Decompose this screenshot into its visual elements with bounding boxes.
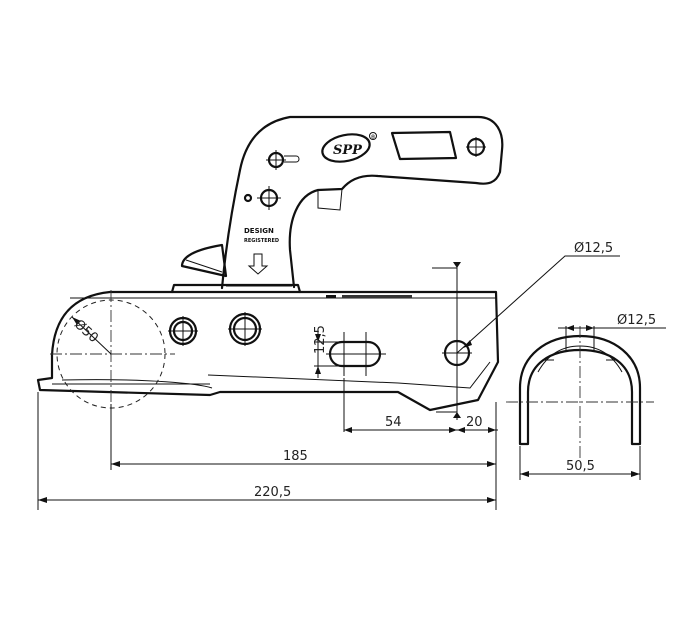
dim-ball-diameter: Ø50 [71,316,112,355]
hole-to-end-label: 20 [466,415,483,430]
dim-slot-to-hole: 54 [344,415,498,433]
registered-symbol: ® [371,135,376,141]
section-width-label: 50,5 [566,459,595,474]
body-bolt-holes [168,312,262,346]
dim-ball-to-end: 185 [111,449,496,467]
slot-to-hole-label: 54 [385,415,402,430]
dim-slot-height: 12,5 [313,325,344,378]
dim-section-width: 50,5 [519,446,641,480]
body-stamp [326,295,412,298]
registered-label: REGISTERED [244,238,279,244]
section-hole-diameter-label: Ø12,5 [617,313,656,328]
dim-extension-lines [37,262,497,510]
oblong-slot [326,332,386,376]
overall-length-label: 220,5 [254,485,291,500]
slot-height-label: 12,5 [313,325,328,354]
design-label: DESIGN [244,227,274,235]
coupling-body-side-view [36,290,500,412]
brand-logo: SPP [333,143,363,158]
coupling-handle: SPP ® DESIGN REGISTERED [170,115,504,294]
ball-to-end-label: 185 [283,449,308,464]
dim-overall-length: 220,5 [38,485,496,503]
cross-section-view [506,326,654,460]
dim-hole-diameter: Ø12,5 [456,241,620,354]
hole-diameter-label: Ø12,5 [574,241,613,256]
dim-hole-to-end: 20 [457,415,496,433]
dim-section-hole-diameter: Ø12,5 [558,313,666,342]
